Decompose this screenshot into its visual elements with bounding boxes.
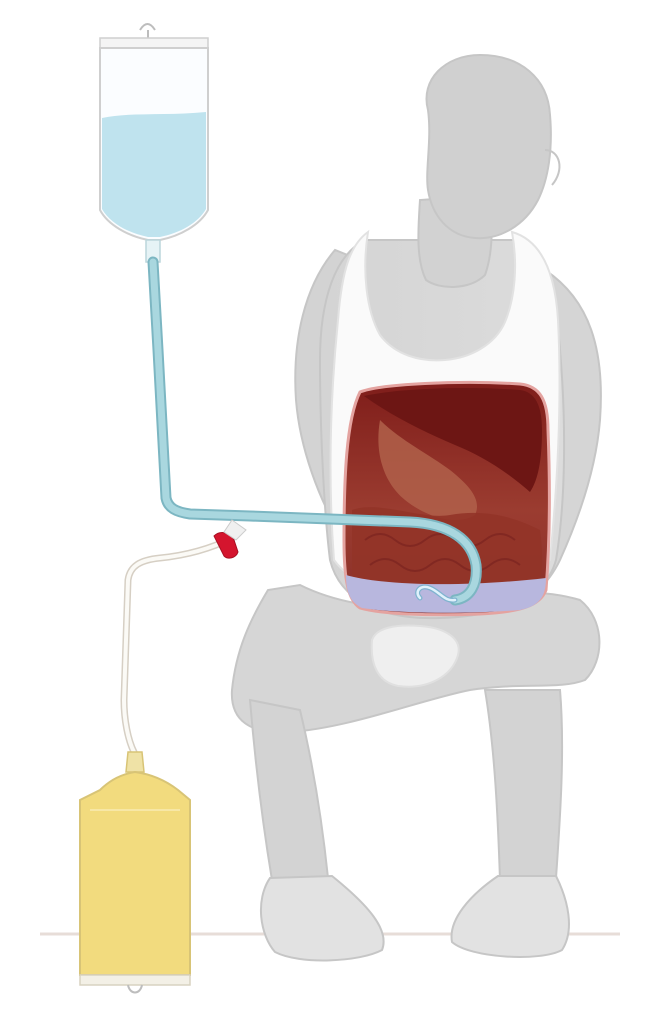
drain-bag-inlet bbox=[126, 752, 144, 772]
abdominal-cavity bbox=[344, 382, 549, 614]
drain-tube-outline bbox=[124, 538, 232, 752]
right-foot bbox=[452, 876, 569, 957]
left-foot bbox=[261, 876, 384, 960]
drain-bag-bottom-seal bbox=[80, 975, 190, 985]
drain-tube bbox=[124, 538, 232, 752]
drain-tube-fill bbox=[124, 538, 232, 752]
head bbox=[427, 55, 551, 238]
drainage-bag bbox=[80, 752, 190, 993]
bag-hanger bbox=[140, 24, 155, 38]
bag-top-seal bbox=[100, 38, 208, 48]
right-lower-leg bbox=[485, 690, 562, 880]
fresh-fluid bbox=[102, 112, 206, 237]
drain-bag-hook bbox=[128, 985, 142, 993]
drain-bag-body bbox=[80, 772, 190, 975]
fresh-solution-bag bbox=[100, 24, 208, 262]
clamp bbox=[214, 520, 246, 558]
